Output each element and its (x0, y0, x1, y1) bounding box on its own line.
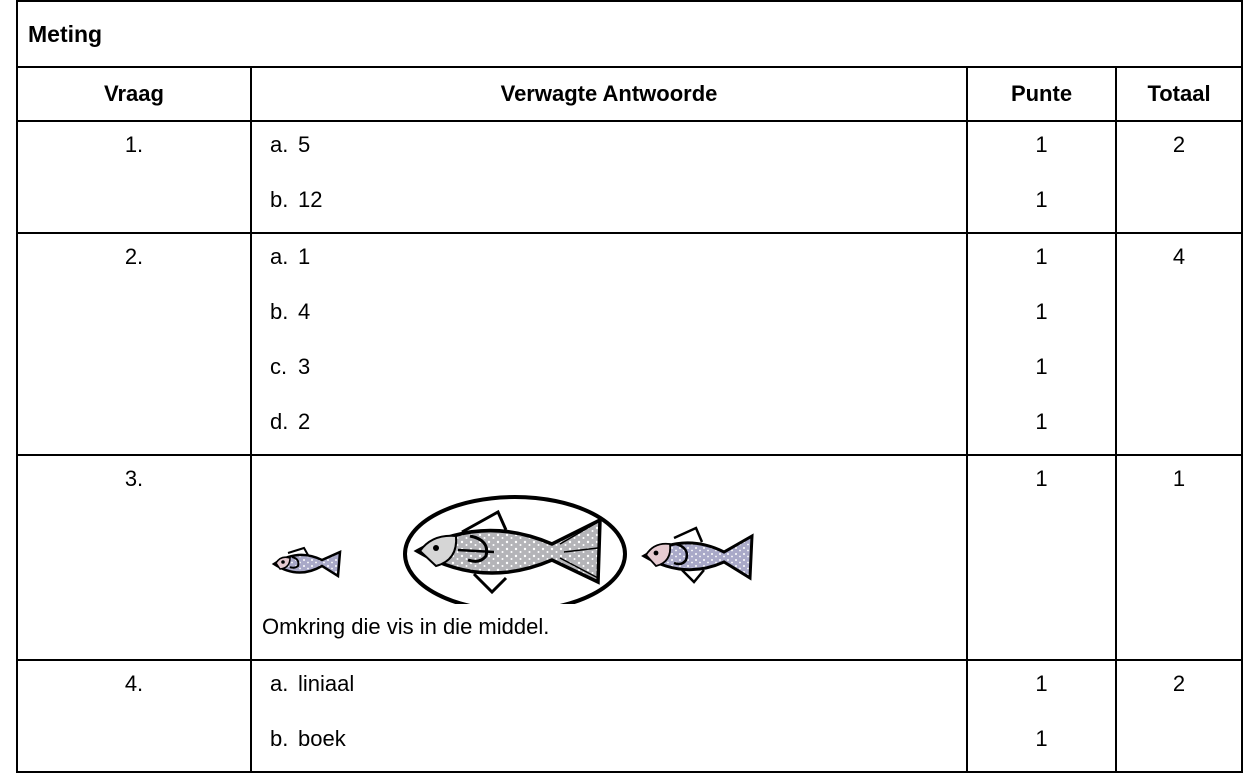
table-row: 4. a.liniaal b.boek 1 1 2 (16, 659, 1243, 773)
answer-line: b.4 (270, 299, 311, 324)
title-row: Meting (15, 0, 1243, 68)
right-fish-icon (641, 526, 754, 584)
answer-cell: a.liniaal b.boek (250, 659, 968, 773)
total-cell: 4 (1114, 232, 1243, 456)
question-number: 2. (16, 232, 252, 456)
total-cell: 1 (1114, 454, 1243, 661)
answer-cell: Omkring die vis in die middel. (250, 454, 968, 661)
answer-line: a.5 (270, 132, 311, 157)
table-row: 2. a.1 b.4 c.3 d.2 1 1 1 1 4 (16, 232, 1243, 456)
header-row: Vraag Verwagte Antwoorde Punte Totaal (16, 66, 1243, 122)
answer-line: c.3 (270, 354, 311, 379)
total-cell: 2 (1114, 659, 1243, 773)
circled-answer-ring (403, 495, 627, 604)
marks-cell: 1 1 (966, 659, 1117, 773)
fish-illustration (252, 456, 966, 604)
header-answer: Verwagte Antwoorde (250, 66, 968, 122)
answer-line: a.1 (270, 244, 311, 269)
question-instruction: Omkring die vis in die middel. (262, 614, 550, 639)
table-row: 1. a.5 b.12 1 1 2 (16, 120, 1243, 234)
question-number: 1. (16, 120, 252, 234)
total-cell: 2 (1114, 120, 1243, 234)
answer-line: b.12 (270, 187, 323, 212)
header-marks: Punte (966, 66, 1117, 122)
question-number: 3. (16, 454, 252, 661)
marks-cell: 1 1 1 1 (966, 232, 1117, 456)
marks-cell: 1 (966, 454, 1117, 661)
answer-line: b.boek (270, 726, 346, 751)
small-fish-icon (271, 546, 342, 579)
middle-fish-icon (413, 509, 602, 595)
question-number: 4. (16, 659, 252, 773)
marks-cell: 1 1 (966, 120, 1117, 234)
table-title: Meting (15, 0, 1243, 68)
memorandum-table: Meting Vraag Verwagte Antwoorde Punte To… (15, 0, 1243, 773)
header-total: Totaal (1114, 66, 1243, 122)
answer-cell: a.1 b.4 c.3 d.2 (250, 232, 968, 456)
answer-line: d.2 (270, 409, 311, 434)
header-question: Vraag (16, 66, 252, 122)
answer-line: a.liniaal (270, 671, 355, 696)
answer-cell: a.5 b.12 (250, 120, 968, 234)
table-row: 3. (16, 454, 1243, 661)
